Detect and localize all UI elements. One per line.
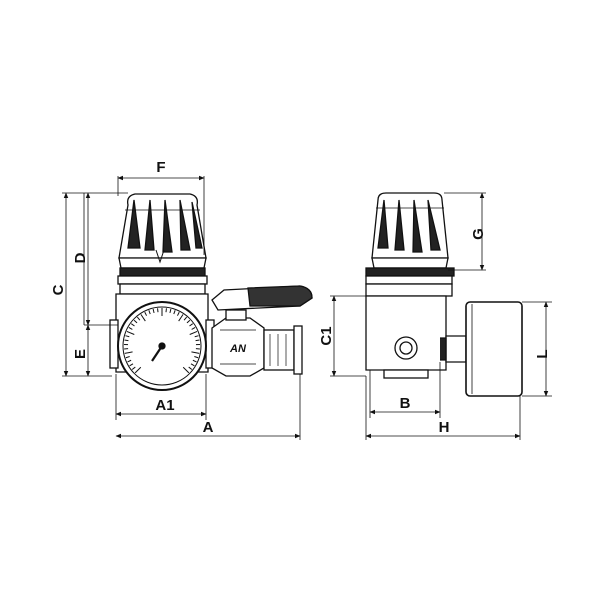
gauge-tick bbox=[124, 351, 133, 354]
gauge-tick bbox=[191, 326, 196, 330]
dim-label-a: A bbox=[203, 419, 214, 436]
gauge-tick bbox=[189, 330, 198, 335]
dim-label-e: E bbox=[72, 349, 89, 359]
dim-label-l: L bbox=[534, 349, 551, 358]
gauge-tick bbox=[189, 323, 194, 327]
gauge-tick bbox=[191, 351, 200, 354]
brand-logo: AN bbox=[229, 343, 247, 355]
gauge-tick bbox=[194, 335, 199, 338]
dim-label-c1: C1 bbox=[318, 326, 335, 345]
dimension-labels: F C D E A1A G C1B H L bbox=[50, 159, 551, 436]
gauge-tick bbox=[152, 308, 155, 314]
gauge-tick bbox=[182, 366, 190, 374]
gauge-tick bbox=[136, 316, 141, 321]
dim-label-c: C bbox=[50, 284, 67, 295]
gauge-tick bbox=[133, 319, 138, 324]
gauge-tick bbox=[192, 359, 197, 363]
side-body bbox=[365, 295, 467, 379]
dim-label-a1: A1 bbox=[155, 397, 174, 414]
gauge-tick bbox=[125, 356, 130, 359]
gauge-tick bbox=[126, 330, 135, 335]
dim-label-b: B bbox=[400, 395, 411, 412]
dim-label-d: D bbox=[72, 252, 89, 263]
gauge-tick bbox=[140, 314, 146, 322]
gauge-tick bbox=[195, 339, 200, 342]
gauge-tick bbox=[169, 308, 172, 314]
dimension-lines bbox=[62, 175, 552, 440]
gauge-tick bbox=[144, 311, 148, 316]
gauge-tick bbox=[148, 310, 151, 315]
gauge-tick bbox=[190, 363, 195, 367]
front-gauge bbox=[117, 301, 207, 391]
gauge-tick bbox=[176, 311, 180, 316]
dim-label-f: F bbox=[156, 159, 165, 176]
gauge-tick bbox=[128, 326, 133, 330]
front-outlet bbox=[263, 325, 303, 375]
gauge-tick bbox=[178, 314, 184, 322]
front-knob bbox=[117, 193, 208, 295]
gauge-tick bbox=[188, 366, 193, 370]
dim-label-g: G bbox=[470, 228, 487, 240]
gauge-tick bbox=[173, 310, 176, 315]
dim-label-h: H bbox=[439, 419, 450, 436]
gauge-tick bbox=[131, 366, 136, 370]
gauge-tick bbox=[194, 356, 199, 359]
gauge-tick bbox=[124, 339, 129, 342]
side-knob bbox=[365, 192, 455, 297]
gauge-tick bbox=[186, 319, 191, 324]
gauge-tick bbox=[134, 366, 142, 374]
gauge-tick bbox=[129, 363, 134, 367]
front-handle bbox=[211, 285, 313, 321]
gauge-tick bbox=[183, 316, 188, 321]
gauge-tick bbox=[130, 323, 135, 327]
gauge-tick bbox=[127, 359, 132, 363]
side-view bbox=[365, 192, 523, 397]
side-gauge bbox=[465, 301, 523, 397]
gauge-tick bbox=[125, 335, 130, 338]
front-view bbox=[109, 193, 313, 391]
